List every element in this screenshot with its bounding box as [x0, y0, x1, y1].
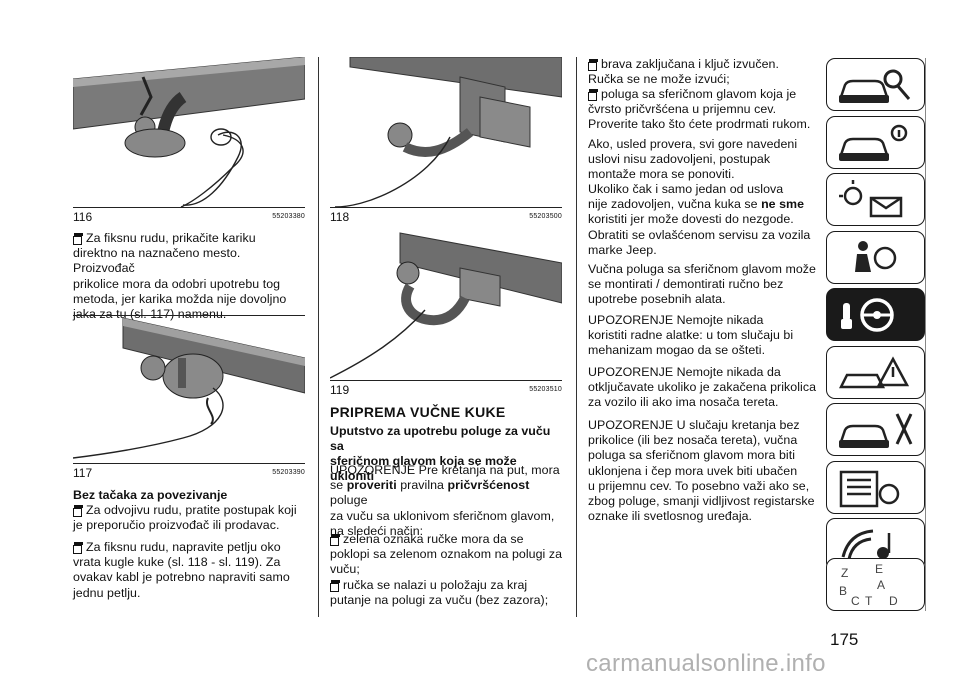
tab-lights[interactable] [826, 173, 925, 226]
checkbox-bullet-icon [330, 580, 340, 592]
list-item: zelena oznaka ručke mora da se poklopi s… [330, 532, 563, 577]
steering-wheel-icon [841, 298, 894, 332]
figure-119 [329, 228, 563, 380]
paragraph: UPOZORENJE Pre kretanja na put, mora se … [330, 463, 560, 538]
document-list-icon [839, 470, 900, 508]
tab-getting-to-know-vehicle[interactable] [826, 58, 925, 111]
figure-code: 55203390 [272, 469, 305, 476]
section-heading: PRIPREMA VUČNE KUKE [330, 404, 506, 420]
column-divider [318, 57, 319, 617]
figure-code: 55203510 [529, 386, 562, 393]
index-letter: Z [841, 566, 848, 580]
figure-number: 118 [330, 210, 350, 224]
tab-safety[interactable] [826, 231, 925, 284]
checkbox-bullet-icon [73, 542, 83, 554]
figure-rule [73, 463, 305, 464]
figure-rule [330, 380, 562, 381]
paragraph: UPOZORENJE U slučaju kretanja bez prikol… [588, 418, 815, 524]
tow-hook-illustration [334, 56, 563, 208]
figure-rule [73, 315, 305, 316]
paragraph: UPOZORENJE Nemojte nikada da otključavat… [588, 365, 817, 410]
tab-starting-and-driving[interactable] [826, 288, 925, 341]
tow-hook-illustration [72, 56, 306, 208]
subheading: Uputstvo za upotrebu poluge za vuču sa s… [330, 424, 551, 483]
index-letter: D [889, 594, 898, 608]
figure-number: 116 [73, 210, 93, 224]
page-number: 175 [830, 630, 859, 649]
column-divider [576, 57, 577, 617]
list-item: ručka se nalazi u položaju za kraj putan… [330, 578, 549, 608]
paragraph: UPOZORENJE Nemojte nikada koristiti radn… [588, 313, 794, 358]
list-item: brava zaključana i ključ izvučen. Ručka … [588, 57, 779, 87]
car-info-icon [839, 124, 908, 161]
figure-code: 55203500 [529, 213, 562, 220]
paragraph: Ako, usled provera, svi gore navedeni us… [588, 137, 798, 182]
list-item: poluga sa sferičnom glavom koja je čvrst… [588, 87, 811, 132]
airbag-icon [855, 241, 897, 272]
paragraph: Za odvojivu rudu, pratite postupak koji … [73, 503, 297, 533]
checkbox-bullet-icon [588, 89, 598, 101]
figure-rule [73, 207, 305, 208]
alphabet-index-icon: Z E B A C D T [839, 562, 898, 608]
paragraph: Za fiksnu rudu, prikačite kariku direktn… [73, 231, 287, 321]
checkbox-bullet-icon [588, 59, 598, 71]
paragraph: Za fiksnu rudu, napravite petlju oko vra… [73, 540, 290, 600]
multimedia-icon [841, 529, 891, 560]
tab-dashboard[interactable] [826, 116, 925, 169]
car-key-icon [839, 69, 911, 103]
index-letter: E [875, 562, 883, 576]
checkbox-bullet-icon [73, 233, 83, 245]
tab-technical-data[interactable] [826, 461, 925, 514]
light-mail-icon [839, 180, 903, 218]
tab-emergency[interactable] [826, 346, 925, 399]
tow-hook-illustration [329, 232, 563, 379]
car-tools-icon [839, 413, 913, 448]
paragraph: Ukoliko čak i samo jedan od uslova nije … [588, 182, 811, 257]
figure-117 [72, 317, 306, 463]
paragraph: Vučna poluga sa sferičnom glavom može se… [588, 262, 816, 307]
index-letter: A [877, 578, 885, 592]
tab-edge-divider [925, 58, 926, 611]
figure-number: 117 [73, 466, 93, 480]
index-letter: B [839, 584, 847, 598]
figure-code: 55203380 [272, 213, 305, 220]
watermark: carmanualsonline.info [586, 650, 826, 677]
warning-car-icon [838, 356, 910, 389]
figure-118 [330, 56, 563, 208]
checkbox-bullet-icon [73, 505, 83, 517]
tow-hook-illustration [72, 317, 306, 459]
tab-index[interactable]: Z E B A C D T [826, 558, 925, 611]
figure-number: 119 [330, 383, 350, 397]
index-letter: C [851, 594, 860, 608]
checkbox-bullet-icon [330, 534, 340, 546]
index-letter: T [865, 594, 873, 608]
subheading: Bez tačaka za povezivanje [73, 488, 228, 502]
figure-rule [330, 207, 562, 208]
tab-servicing[interactable] [826, 403, 925, 456]
figure-116 [72, 56, 306, 208]
